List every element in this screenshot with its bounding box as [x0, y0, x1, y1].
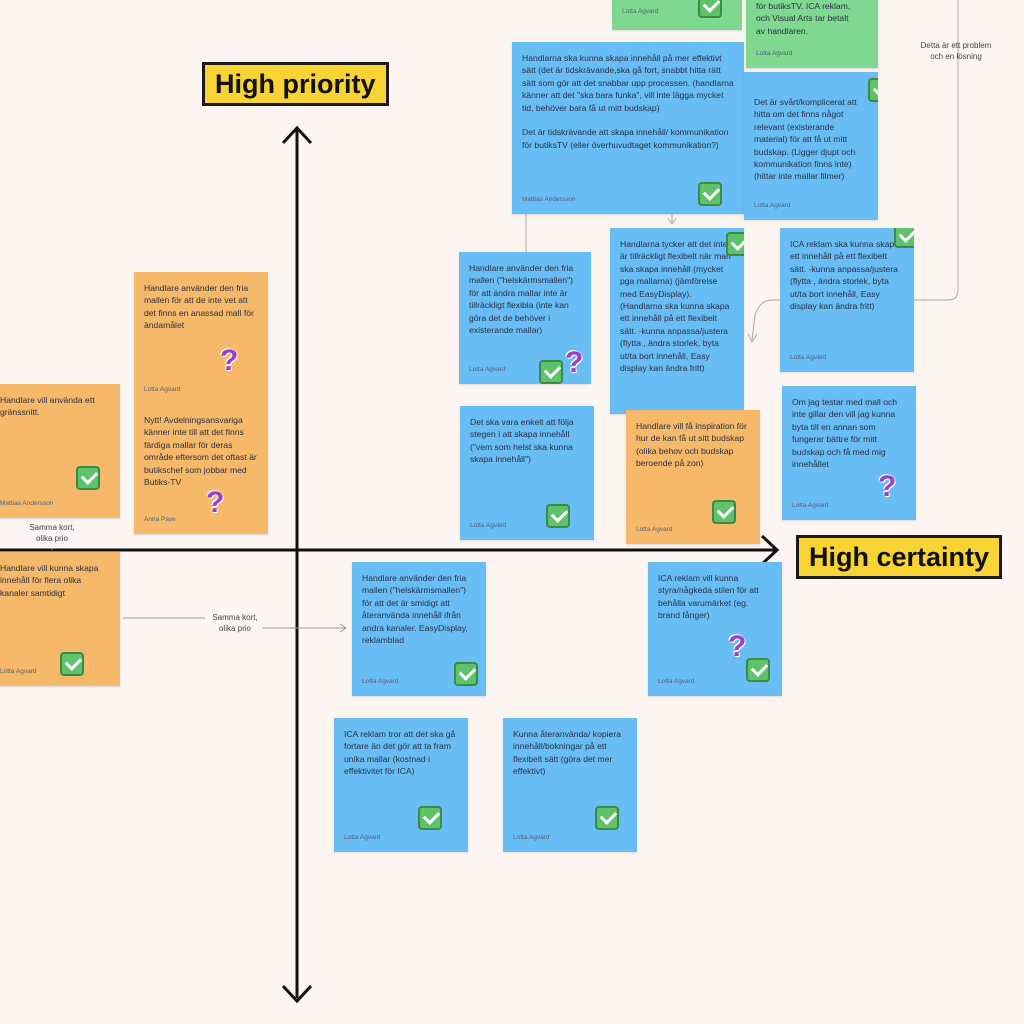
high-certainty-label: High certainty	[796, 535, 1003, 579]
problem-solution-label: Detta är ett problem och en lösning	[920, 41, 992, 61]
checkmark-icon	[546, 504, 570, 528]
checkmark-icon	[698, 0, 722, 18]
note-author: Lotta Agvard	[344, 833, 381, 841]
checkmark-icon	[595, 806, 619, 830]
note-author: Lotta Agvard	[636, 525, 673, 533]
note-author: Lotta Agvard	[470, 521, 507, 529]
same-card-label-bottom: Samma kort, olika prio	[212, 613, 258, 633]
note-author: Lotta Agvard	[362, 677, 399, 685]
checkmark-icon	[712, 500, 736, 524]
sticky-note[interactable]: Handlare använder den fria mallen för at…	[134, 272, 268, 404]
y-axis-arrow-bottom	[281, 984, 313, 1004]
note-text: Handlarna ska kunna skapa innehåll på me…	[522, 53, 734, 150]
note-text: Handlarna tycker att det inte är tillräc…	[620, 239, 731, 374]
checkmark-icon	[868, 78, 878, 102]
question-mark-icon: ?	[206, 486, 225, 519]
checkmark-icon	[746, 658, 770, 682]
note-author: Lotta Agvard	[0, 667, 37, 675]
note-text: Handlare använder den fria mallen för at…	[144, 283, 254, 331]
checkmark-icon	[418, 806, 442, 830]
note-text: Handlare vill kunna skapa innehåll för f…	[0, 563, 99, 598]
note-author: Lotta Agvard	[754, 201, 791, 209]
checkmark-icon	[454, 662, 478, 686]
checkmark-icon	[60, 652, 84, 676]
sticky-note[interactable]: för butiksTV. ICA reklam, och Visual Art…	[746, 0, 878, 68]
checkmark-icon	[698, 182, 722, 206]
note-text: Handlare använder den fria mallen ("hels…	[362, 573, 468, 646]
note-text: ICA reklam ska kunna skapa ett innehåll …	[790, 239, 899, 312]
sticky-note[interactable]: ICA reklam vill kunna styra/någkeda stil…	[648, 562, 782, 696]
note-text: ICA reklam vill kunna styra/någkeda stil…	[658, 573, 759, 621]
note-text: Handlare vill använda ett gränssnitt.	[0, 395, 95, 418]
note-author: Mattias Andersson	[0, 499, 54, 507]
sticky-note[interactable]: Det ska vara enkelt att följa stegen i a…	[460, 406, 594, 540]
note-text: ICA reklam tror att det ska gå fortare ä…	[344, 729, 456, 777]
note-author: Anna Pave	[144, 515, 176, 523]
sticky-note[interactable]: Handlare vill använda ett gränssnitt. Ma…	[0, 384, 120, 518]
note-text: Nytt! Avdelningsansvariga känner inte ti…	[144, 415, 257, 488]
note-author: Lotta Agvard	[658, 677, 695, 685]
question-mark-icon: ?	[220, 344, 239, 377]
note-text: Kunna återanvända/ kopiera innehåll/bokn…	[513, 729, 621, 777]
sticky-note[interactable]: Handlare vill kunna skapa innehåll för f…	[0, 552, 120, 686]
y-axis-arrow-top	[281, 125, 313, 145]
sticky-note[interactable]: Handlare använder den fria mallen ("hels…	[352, 562, 486, 696]
note-author: Mattias Andersson	[522, 195, 576, 203]
sticky-note[interactable]: ICA reklam ska kunna skapa ett innehåll …	[780, 228, 914, 372]
question-mark-icon: ?	[565, 346, 584, 379]
note-text: Handlare vill få inspiration för hur de …	[636, 421, 747, 469]
checkmark-icon	[539, 360, 563, 384]
note-author: Lotta Agvard	[144, 385, 181, 393]
note-text: Om jag testar med mall och inte gillar d…	[792, 397, 898, 470]
note-author: Lotta Agvard	[790, 353, 827, 361]
sticky-note[interactable]: Nytt! Avdelningsansvariga känner inte ti…	[134, 404, 268, 534]
note-author: Lotta Agvard	[469, 365, 506, 373]
sticky-note[interactable]: Om jag testar med mall och inte gillar d…	[782, 386, 916, 520]
checkmark-icon	[76, 466, 100, 490]
note-text: Det är svårt/komplicerat att hitta om de…	[754, 97, 857, 182]
note-text: Det ska vara enkelt att följa stegen i a…	[470, 417, 574, 465]
note-author: Lotta Agvard	[756, 49, 793, 57]
checkmark-icon	[894, 228, 914, 248]
question-mark-icon: ?	[878, 470, 897, 503]
sticky-note[interactable]: Kunna återanvända/ kopiera innehåll/bokn…	[503, 718, 637, 852]
note-text: Handlare använder den fria mallen ("hels…	[469, 263, 574, 336]
sticky-note[interactable]: Det är svårt/komplicerat att hitta om de…	[744, 72, 878, 220]
question-mark-icon: ?	[728, 630, 747, 663]
sticky-note[interactable]: Handlarna ska kunna skapa innehåll på me…	[512, 42, 744, 214]
note-author: Lotta Agvard	[513, 833, 550, 841]
x-axis-arrow-right	[760, 534, 780, 566]
note-text: för butiksTV. ICA reklam, och Visual Art…	[756, 1, 851, 36]
note-author: Lotta Agvard	[792, 501, 829, 509]
connector-top-arrow	[667, 217, 677, 225]
connector-problem-arrow	[747, 333, 758, 344]
high-priority-label: High priority	[202, 62, 389, 106]
note-author: Lotta Agvard	[622, 7, 659, 15]
same-card-label-left: Samma kort, olika prio	[29, 523, 75, 543]
sticky-note[interactable]: ICA reklam tror att det ska gå fortare ä…	[334, 718, 468, 852]
sticky-note[interactable]: Handlarna tycker att det inte är tillräc…	[610, 228, 744, 414]
sticky-note[interactable]: Handlare vill få inspiration för hur de …	[626, 410, 760, 544]
sticky-note[interactable]: Handlare använder den fria mallen ("hels…	[459, 252, 591, 384]
checkmark-icon	[726, 232, 744, 256]
connector-same-card-arrow	[339, 623, 347, 633]
sticky-note[interactable]: Lotta Agvard	[612, 0, 742, 30]
